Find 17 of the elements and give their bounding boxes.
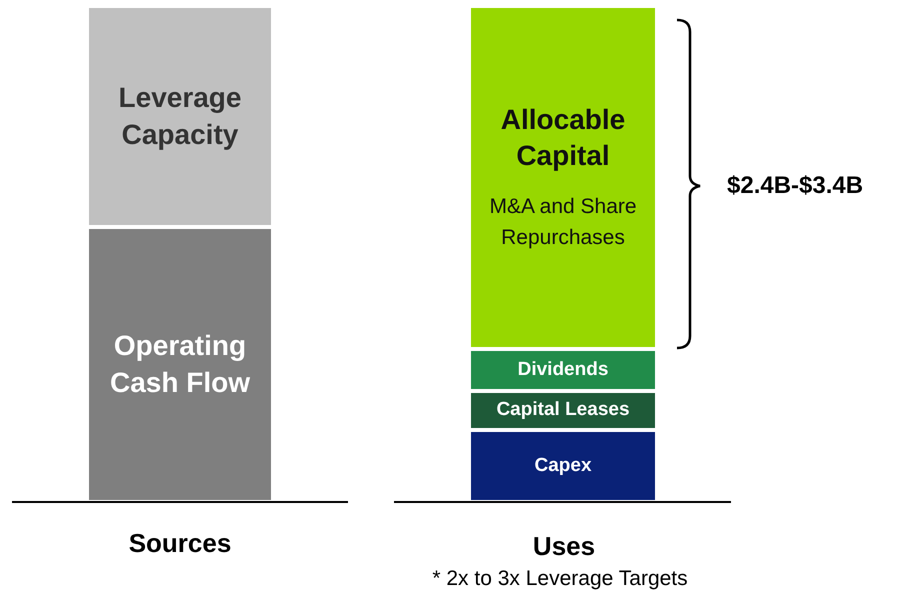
bar-segment <box>89 8 271 225</box>
bar-segment <box>471 393 655 428</box>
axis-label: Sources <box>128 528 232 559</box>
segment-description: M&A and Share Repurchases <box>488 194 638 251</box>
bar-segment <box>89 229 271 500</box>
bar-segment <box>471 8 655 347</box>
bar-segment <box>471 432 655 500</box>
segment-title: Dividends <box>516 358 610 382</box>
bar-segment <box>471 351 655 389</box>
segment-title: Operating Cash Flow <box>108 329 251 400</box>
segment-title: Leverage Capacity <box>118 81 242 152</box>
footnote: * 2x to 3x Leverage Targets <box>432 567 688 591</box>
range-label: $2.4B-$3.4B <box>727 172 864 200</box>
segment-title: Capital Leases <box>495 398 631 422</box>
segment-title: Allocable Capital <box>500 102 626 174</box>
axis-label: Uses <box>532 531 596 562</box>
segment-title: Capex <box>533 454 593 478</box>
